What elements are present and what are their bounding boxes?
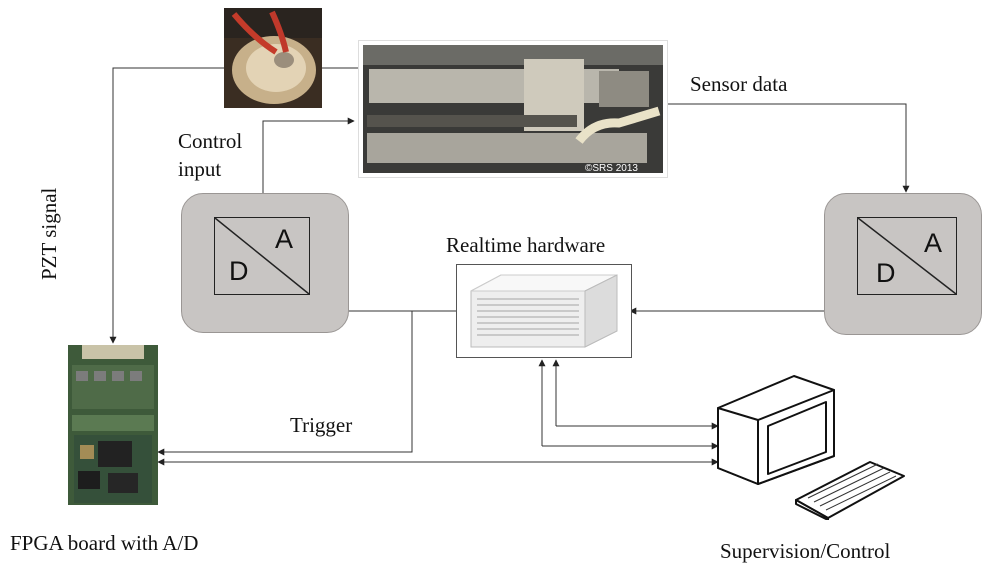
control-input-label-line2: input xyxy=(178,157,222,181)
pzt-signal-label: PZT signal xyxy=(37,187,61,280)
left-ad-converter: A D xyxy=(181,193,349,333)
left-ad-symbol: A D xyxy=(214,217,310,295)
test-rig-photo: ©SRS 2013 xyxy=(358,40,668,178)
supervision-control-label: Supervision/Control xyxy=(720,539,891,563)
realtime-hardware-unit-icon xyxy=(470,274,618,348)
right-ad-symbol: A D xyxy=(857,217,957,295)
left-ad-letter-d: D xyxy=(229,256,249,286)
trigger-label: Trigger xyxy=(290,413,353,437)
right-ad-letter-d: D xyxy=(876,258,896,288)
control-input-line xyxy=(262,117,355,193)
pzt-signal-line xyxy=(109,67,224,344)
sensor-data-label: Sensor data xyxy=(690,72,788,96)
right-ad-letter-a: A xyxy=(924,228,943,258)
supervision-computer-icon xyxy=(710,372,910,521)
copyright-notice: ©SRS 2013 xyxy=(585,163,638,174)
realtime-hardware-label: Realtime hardware xyxy=(446,233,606,257)
trigger-line xyxy=(157,311,413,456)
right-ad-converter: A D xyxy=(824,193,982,335)
piezo-sensor-photo xyxy=(224,8,322,108)
left-ad-letter-a: A xyxy=(275,224,294,254)
fpga-board-label: FPGA board with A/D xyxy=(10,531,199,555)
fpga-board-photo xyxy=(68,345,158,505)
sensor-data-line xyxy=(666,103,910,193)
realtime-hardware-box xyxy=(456,264,632,358)
control-input-label-line1: Control xyxy=(178,129,243,153)
